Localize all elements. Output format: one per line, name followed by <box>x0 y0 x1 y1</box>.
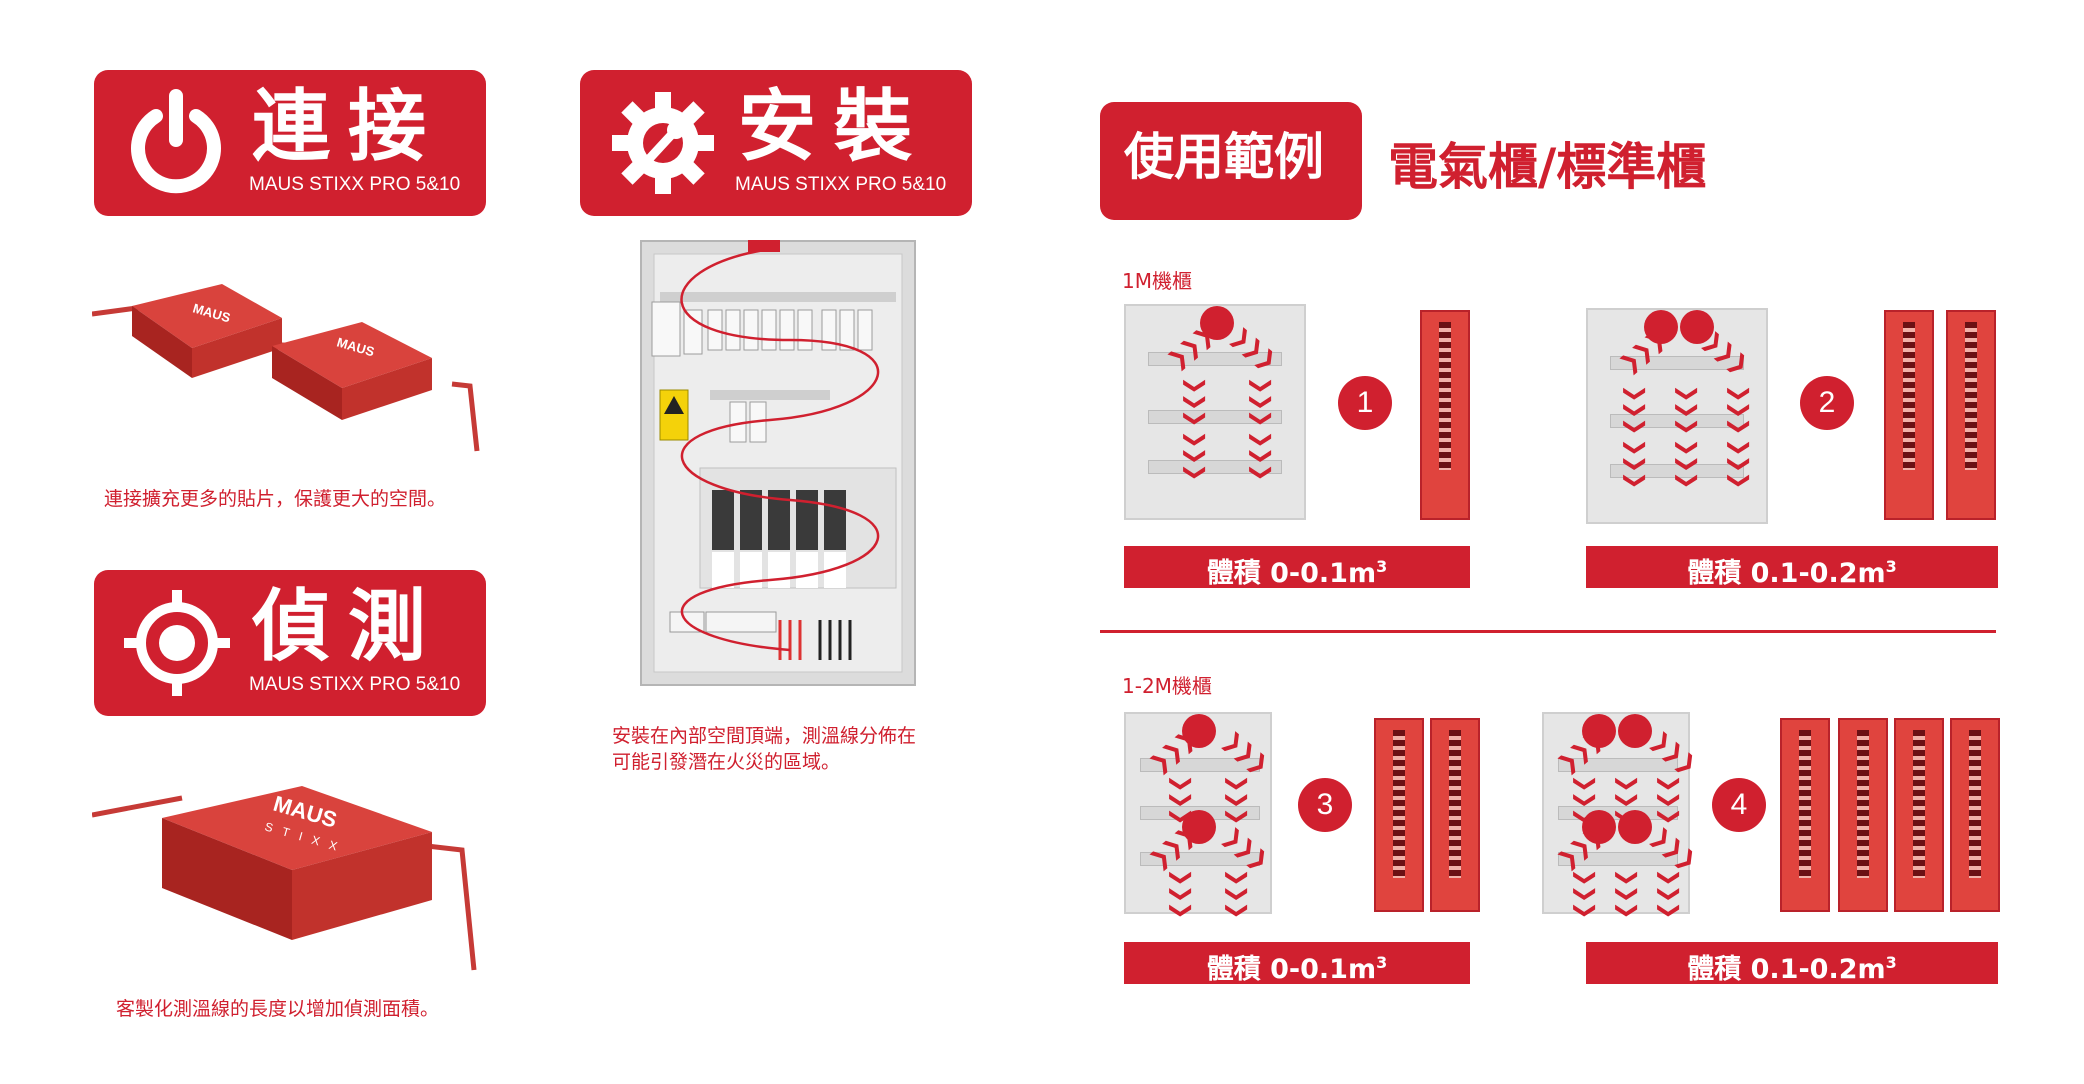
example-3-number: 3 <box>1298 778 1352 832</box>
example-1-volume: 體積 0-0.1m3 <box>1124 546 1470 589</box>
example-2-number: 2 <box>1800 376 1854 430</box>
install-title: 安裝 <box>738 82 931 172</box>
sensor-dot <box>1182 810 1216 844</box>
cabinet-installation-image <box>640 240 916 686</box>
sensor-dot <box>1582 714 1616 748</box>
usage-badge: 使用範例 <box>1100 102 1362 220</box>
sensor-dot <box>1182 714 1216 748</box>
connected-devices-image: MAUS MAUS <box>92 284 480 452</box>
single-device-image: MAUS STIXX <box>92 786 477 971</box>
sensor-dot <box>1200 306 1234 340</box>
example-3-volume: 體積 0-0.1m3 <box>1124 942 1470 985</box>
example-4-strip-3 <box>1894 718 1944 912</box>
usage-heading: 電氣櫃/標準櫃 <box>1388 138 1707 196</box>
example-4-strip-4 <box>1950 718 2000 912</box>
power-icon <box>131 89 221 194</box>
install-caption-line2: 可能引發潛在火災的區域。 <box>612 751 841 773</box>
crosshair-icon <box>124 590 230 696</box>
connect-header: 連接 MAUS STIXX PRO 5&10 <box>94 70 486 216</box>
example-2-strip-2 <box>1946 310 1996 520</box>
example-2-strip-1 <box>1884 310 1934 520</box>
sensor-dot <box>1644 310 1678 344</box>
detect-header: 偵測 MAUS STIXX PRO 5&10 <box>94 570 486 716</box>
install-caption-line1: 安裝在內部空間頂端，測溫線分佈在 <box>612 725 917 747</box>
gear-wrench-icon <box>612 92 714 194</box>
example-4-number: 4 <box>1712 778 1766 832</box>
example-4-strip-1 <box>1780 718 1830 912</box>
example-4-strip-2 <box>1838 718 1888 912</box>
sensor-dot <box>1618 714 1652 748</box>
group2-label: 1-2M機櫃 <box>1122 674 1212 698</box>
example-3-strip-1 <box>1374 718 1424 912</box>
sensor-dot <box>1582 810 1616 844</box>
detect-subtitle: MAUS STIXX PRO 5&10 <box>249 674 461 695</box>
example-2-cabinet: ❯❯❯ ❯❯❯ ❯❯❯ ❯❯❯ ❯❯❯ ❯❯❯ ❯❯❯ ❯❯❯ <box>1586 308 1768 524</box>
example-3-cabinet: ❯❯❯ ❯❯❯ ❯❯❯ ❯❯❯ ❯❯❯ ❯❯❯ ❯❯❯ ❯❯❯ <box>1124 712 1272 918</box>
install-subtitle: MAUS STIXX PRO 5&10 <box>735 174 947 195</box>
example-4-volume: 體積 0.1-0.2m3 <box>1586 942 1998 985</box>
example-4-cabinet: ❯❯❯ ❯❯❯ ❯❯❯ ❯❯❯ ❯❯❯ ❯❯❯ ❯❯❯ ❯❯❯ ❯❯❯ ❯❯❯ <box>1542 712 1700 918</box>
connect-caption: 連接擴充更多的貼片，保護更大的空間。 <box>104 488 447 510</box>
example-1-number: 1 <box>1338 376 1392 430</box>
connect-title: 連接 <box>252 82 445 172</box>
detect-title: 偵測 <box>252 582 445 672</box>
example-3-strip-2 <box>1430 718 1480 912</box>
example-1-cabinet: ❯❯❯ ❯❯❯ ❯❯❯ ❯❯❯ ❯❯❯ ❯❯❯ <box>1124 304 1306 520</box>
usage-badge-label: 使用範例 <box>1124 128 1324 186</box>
example-2-volume: 體積 0.1-0.2m3 <box>1586 546 1998 589</box>
section-divider <box>1100 630 1996 633</box>
detect-caption: 客製化測溫線的長度以增加偵測面積。 <box>116 998 440 1020</box>
install-header: 安裝 MAUS STIXX PRO 5&10 <box>580 70 972 216</box>
sensor-dot <box>1618 810 1652 844</box>
connect-subtitle: MAUS STIXX PRO 5&10 <box>249 174 461 195</box>
example-1-strip <box>1420 310 1470 520</box>
sensor-dot <box>1680 310 1714 344</box>
group1-label: 1M機櫃 <box>1122 269 1192 293</box>
